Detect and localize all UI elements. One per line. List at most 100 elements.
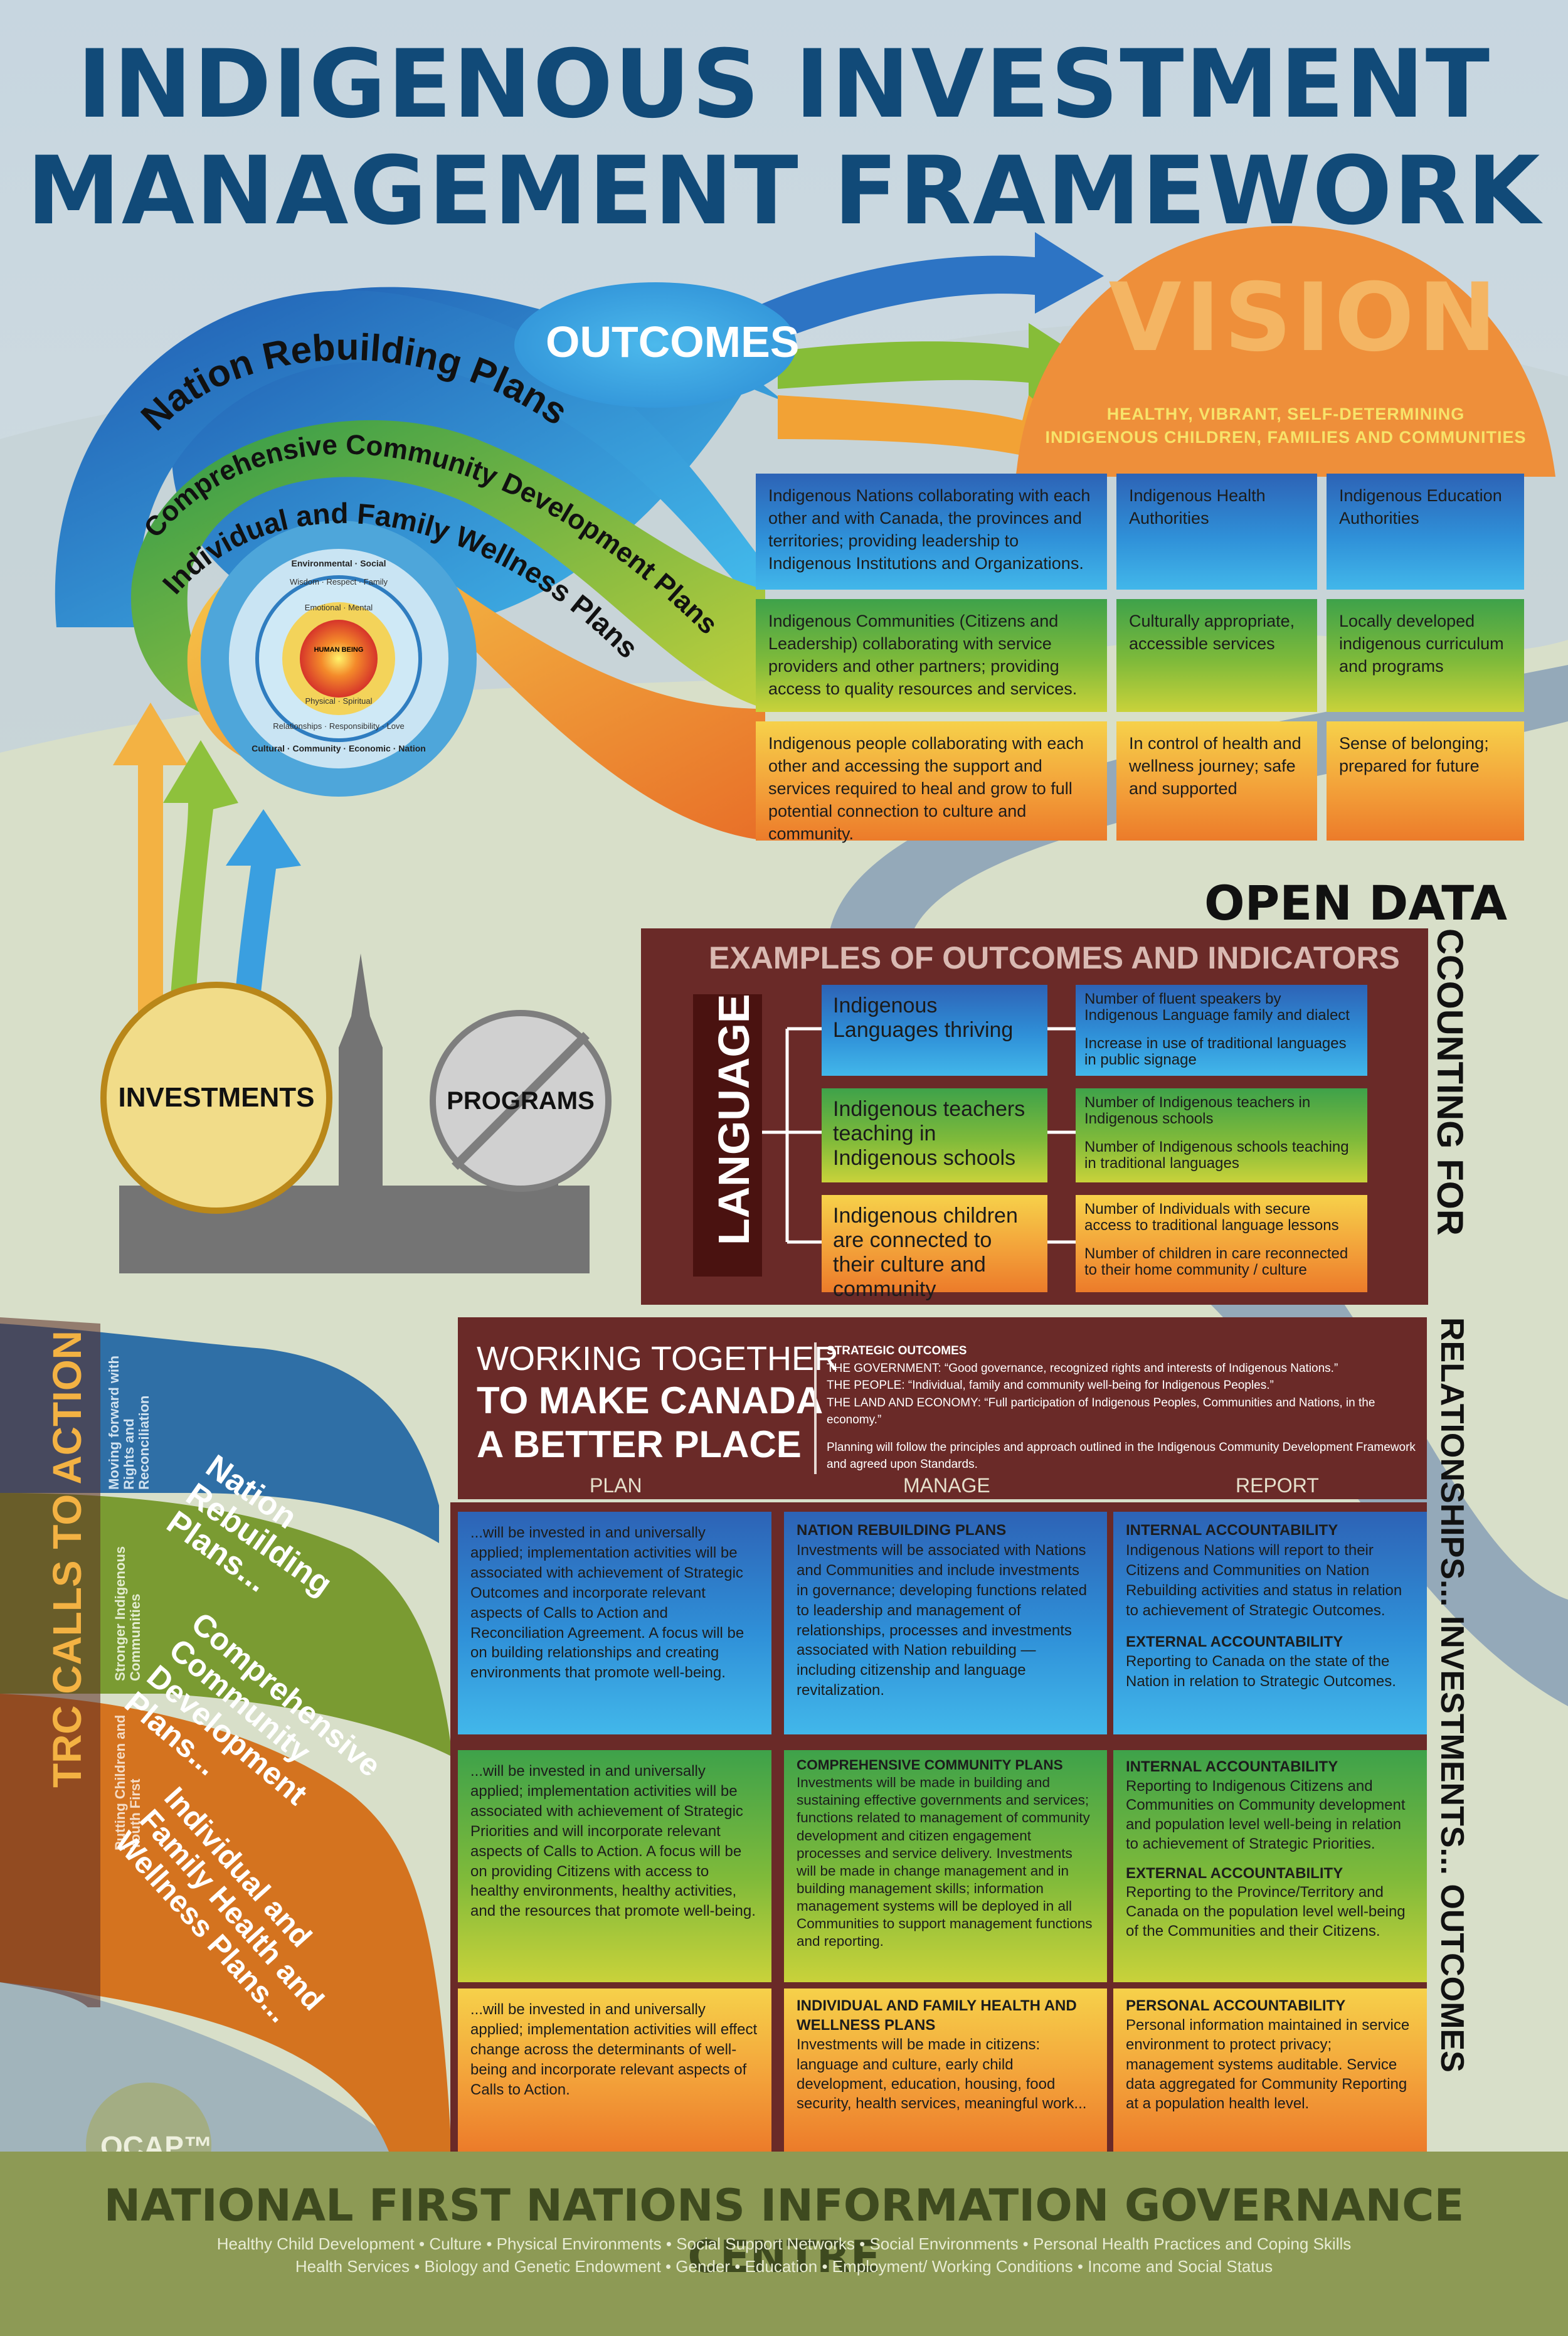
wheel-ring2-bottom: Relationships · Responsibility · Love xyxy=(273,721,405,731)
examples-title: EXAMPLES OF OUTCOMES AND INDICATORS xyxy=(709,940,1400,975)
report-nation-text1: Indigenous Nations will report to their … xyxy=(1126,1541,1402,1619)
manage-individual-text: Investments will be made in citizens: la… xyxy=(797,2036,1087,2112)
report-community: INTERNAL ACCOUNTABILITY Reporting to Ind… xyxy=(1113,1750,1427,1982)
page-title-line2: MANAGEMENT FRAMEWORK xyxy=(26,137,1542,246)
outcome-individual-c: Sense of belonging; prepared for future xyxy=(1327,721,1524,841)
wheel-ring1-2: Physical xyxy=(305,696,336,706)
manage-nation: NATION REBUILDING PLANS Investments will… xyxy=(784,1512,1107,1734)
indicator-3b: Number of children in care reconnected t… xyxy=(1084,1245,1348,1279)
outcome-nation-a: Indigenous Nations collaborating with ea… xyxy=(756,474,1107,590)
column-plan: PLAN xyxy=(590,1474,642,1497)
wheel-ring2-4: Love xyxy=(386,721,405,731)
plan-nation: ...will be invested in and universally a… xyxy=(458,1512,771,1734)
language-outcome-1: Indigenous Languages thriving xyxy=(822,985,1047,1076)
wheel-ring1-1: Mental xyxy=(348,603,373,612)
vision-subtitle-2: INDIGENOUS CHILDREN, FAMILIES AND COMMUN… xyxy=(1045,428,1527,447)
trc-title: TRC CALLS TO ACTION xyxy=(45,1330,90,1788)
report-individual: PERSONAL ACCOUNTABILITY Personal informa… xyxy=(1113,1988,1427,2152)
language-outcome-3: Indigenous children are connected to the… xyxy=(822,1195,1047,1301)
wheel-ring1-bottom: Physical · Spiritual xyxy=(305,696,373,706)
indicator-2a: Number of Indigenous teachers in Indigen… xyxy=(1084,1094,1311,1128)
language-indicators-3: Number of Individuals with secure access… xyxy=(1076,1195,1367,1292)
wheel-ring3-top: Environmental · Social xyxy=(291,558,386,568)
manage-community-head: COMPREHENSIVE COMMUNITY PLANS xyxy=(797,1757,1063,1773)
strategic-outcomes: STRATEGIC OUTCOMES THE GOVERNMENT: “Good… xyxy=(827,1342,1416,1473)
plan-individual: ...will be invested in and universally a… xyxy=(458,1988,771,2152)
wheel-ring2-2: Relationships xyxy=(273,721,322,731)
open-data-title: OPEN DATA xyxy=(1204,875,1508,931)
wheel-ring2-top: Wisdom · Respect · Family xyxy=(289,577,388,587)
outcome-community-c: Locally developed indigenous curriculum … xyxy=(1327,599,1524,712)
outcomes-bubble xyxy=(514,282,797,408)
report-nation-head1: INTERNAL ACCOUNTABILITY xyxy=(1126,1522,1338,1539)
report-nation-text2: Reporting to Canada on the state of the … xyxy=(1126,1653,1396,1691)
wheel-ring3-1: Social xyxy=(360,558,386,568)
indicator-1a: Number of fluent speakers by Indigenous … xyxy=(1084,990,1350,1024)
page-title-line1: INDIGENOUS INVESTMENT xyxy=(77,30,1491,139)
investments-circle: INVESTMENTS xyxy=(100,982,332,1214)
language-category-bar xyxy=(693,994,762,1277)
manage-nation-head: NATION REBUILDING PLANS xyxy=(797,1522,1007,1539)
wheel-ring2-0: Wisdom xyxy=(289,577,319,587)
accounting-for-vertical: CCOUNTING FOR xyxy=(1429,928,1470,1236)
plan-community: ...will be invested in and universally a… xyxy=(458,1750,771,1982)
indicator-1b: Increase in use of traditional languages… xyxy=(1084,1034,1347,1069)
trc-sub1-box: Moving forward with Rights and Reconcili… xyxy=(94,1333,176,1493)
vision-word: VISION xyxy=(1108,263,1501,373)
outcomes-label: OUTCOMES xyxy=(546,317,800,366)
planning-note: Planning will follow the principles and … xyxy=(827,1440,1416,1472)
outcome-individual-a: Indigenous people collaborating with eac… xyxy=(756,721,1107,843)
outcome-community-a: Indigenous Communities (Citizens and Lea… xyxy=(756,599,1107,712)
strategic-outcomes-head: STRATEGIC OUTCOMES xyxy=(827,1344,967,1357)
strategic-people: THE PEOPLE: “Individual, family and comm… xyxy=(827,1379,1274,1393)
nation-rebuilding-arc-label: Nation Rebuilding Plans xyxy=(133,326,575,438)
manage-community: COMPREHENSIVE COMMUNITY PLANS Investment… xyxy=(784,1750,1107,1982)
language-category-label: LANGUAGE xyxy=(709,994,758,1245)
outcome-nation-b: Indigenous Health Authorities xyxy=(1116,474,1317,590)
relationships-vertical: RELATIONSHIPS... INVESTMENTS... OUTCOMES xyxy=(1434,1317,1470,2073)
spiral-labels: Nation Rebuilding Plans Comprehensive Co… xyxy=(133,326,724,664)
strategic-land: THE LAND AND ECONOMY: “Full participatio… xyxy=(827,1396,1375,1427)
report-community-head1: INTERNAL ACCOUNTABILITY xyxy=(1126,1758,1338,1775)
working-together-line3: A BETTER PLACE xyxy=(477,1423,802,1465)
report-community-text1: Reporting to Indigenous Citizens and Com… xyxy=(1126,1777,1406,1852)
wheel-ring3-0: Environmental xyxy=(291,558,352,568)
wheel-ring1-0: Emotional xyxy=(304,603,341,612)
footer-title: NATIONAL FIRST NATIONS INFORMATION GOVER… xyxy=(103,2180,1465,2283)
working-divider xyxy=(814,1342,817,1474)
column-manage: MANAGE xyxy=(903,1474,990,1497)
wheel-center-label: HUMAN BEING xyxy=(314,646,364,654)
wheel-ring3-4: Community xyxy=(292,743,341,753)
language-outcome-2: Indigenous teachers teaching in Indigeno… xyxy=(822,1088,1047,1182)
manage-individual-head: INDIVIDUAL AND FAMILY HEALTH AND WELLNES… xyxy=(797,1997,1077,2034)
indicator-3a: Number of Individuals with secure access… xyxy=(1084,1201,1339,1234)
wheel-ring3-3: Cultural xyxy=(252,743,285,753)
working-together-line1: WORKING TOGETHER xyxy=(477,1340,839,1378)
manage-nation-text: Investments will be associated with Nati… xyxy=(797,1541,1087,1699)
trc-sub2: Stronger Indigenous Communities xyxy=(112,1546,144,1681)
column-report: REPORT xyxy=(1236,1474,1319,1497)
wheel-ring2-3: Responsibility xyxy=(329,721,380,731)
report-nation: INTERNAL ACCOUNTABILITY Indigenous Natio… xyxy=(1113,1512,1427,1734)
footer-band xyxy=(0,2152,1568,2336)
language-indicators-1: Number of fluent speakers by Indigenous … xyxy=(1076,985,1367,1076)
trc-sub1: Moving forward with Rights and Reconcili… xyxy=(106,1356,152,1490)
svg-text:Nation Rebuilding Plans: Nation Rebuilding Plans xyxy=(133,326,575,438)
strategic-gov: THE GOVERNMENT: “Good governance, recogn… xyxy=(827,1361,1338,1375)
outcome-individual-b: In control of health and wellness journe… xyxy=(1116,721,1317,841)
vision-subtitle-1: HEALTHY, VIBRANT, SELF-DETERMINING xyxy=(1106,405,1465,423)
working-together-line2: TO MAKE CANADA xyxy=(477,1379,824,1421)
report-nation-head2: EXTERNAL ACCOUNTABILITY xyxy=(1126,1633,1343,1650)
footer-determinants-2: Health Services • Biology and Genetic En… xyxy=(295,2257,1273,2276)
language-indicators-2: Number of Indigenous teachers in Indigen… xyxy=(1076,1088,1367,1182)
working-together-panel xyxy=(458,1317,1427,1499)
wheel-ring1-3: Spiritual xyxy=(342,696,373,706)
examples-connectors xyxy=(762,1027,1076,1244)
report-individual-head1: PERSONAL ACCOUNTABILITY xyxy=(1126,1997,1346,2014)
programs-strike-icon xyxy=(452,1032,590,1170)
report-individual-text1: Personal information maintained in servi… xyxy=(1126,2017,1410,2112)
manage-community-text: Investments will be made in building and… xyxy=(797,1775,1093,1950)
manage-individual: INDIVIDUAL AND FAMILY HEALTH AND WELLNES… xyxy=(784,1988,1107,2152)
outcome-nation-c: Indigenous Education Authorities xyxy=(1327,474,1524,590)
outcome-community-b: Culturally appropriate, accessible servi… xyxy=(1116,599,1317,712)
